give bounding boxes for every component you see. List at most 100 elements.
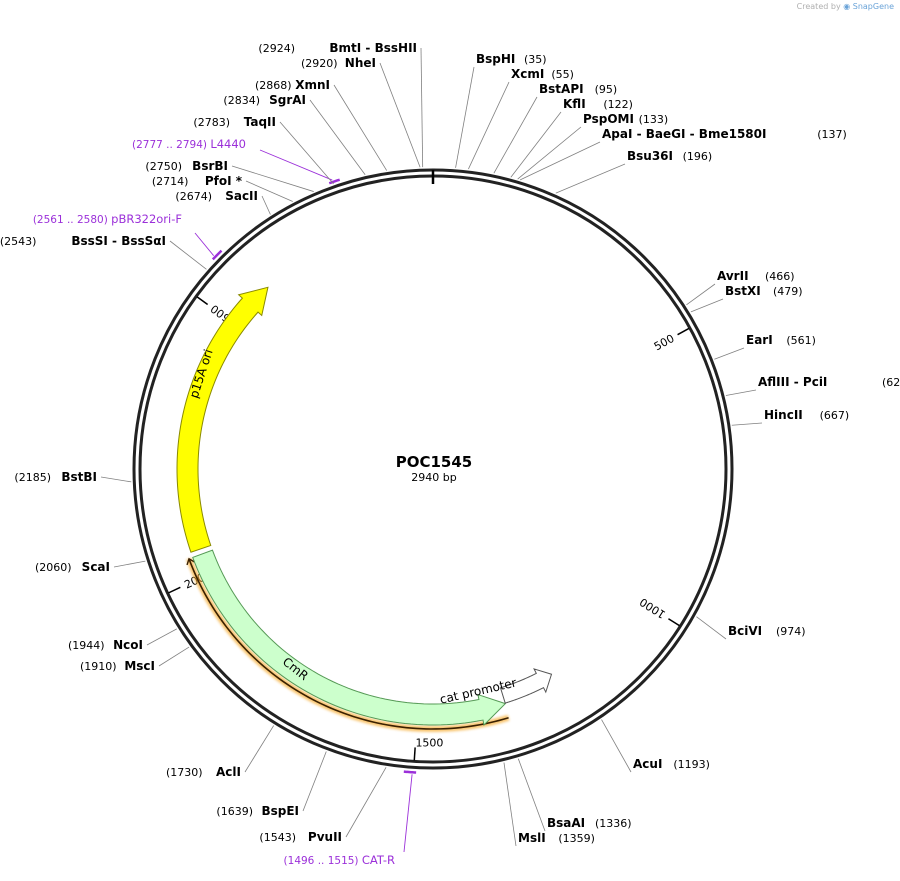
site-leader — [158, 646, 190, 667]
pbr322ori-f-primer-mark — [211, 249, 223, 261]
site-nhei: NheI(2920) — [301, 56, 421, 168]
primer-range: (1496 .. 1515) — [284, 855, 362, 867]
cmr-feature — [192, 549, 507, 726]
site-position: (95) — [595, 83, 618, 96]
site-name: EarI — [746, 333, 773, 347]
site-position: (2783) — [193, 116, 230, 129]
site-leader — [261, 195, 271, 215]
site-kfli: KflI(122) — [510, 97, 633, 178]
site-leader — [601, 719, 632, 773]
site-name: BsrBI — [192, 159, 228, 173]
site-pspomi: PspOMI (133) — [517, 112, 669, 180]
site-leader — [333, 84, 388, 171]
site-name: XmnI — [295, 78, 330, 92]
site-name: NheI — [345, 56, 376, 70]
site-position: (2924) — [258, 42, 295, 55]
tick-mark — [677, 327, 690, 336]
site-bsaai: BsaAI (1336) — [517, 758, 632, 832]
site-bcivi: BciVI (974) — [696, 616, 806, 640]
site-bsrbi: BsrBI (2750) — [145, 159, 314, 192]
snapgene-logo-icon: ◉ — [843, 2, 851, 11]
primer-track: (2777 .. 2794) L4440(2561 .. 2580) pBR32… — [33, 137, 417, 867]
site-position: (479) — [773, 285, 803, 298]
site-position: (2868) — [255, 79, 292, 92]
site-position: (1730) — [166, 766, 203, 779]
site-acui: AcuI(1193) — [601, 719, 710, 773]
site-name: BsaAI — [547, 816, 585, 830]
orf-track — [186, 557, 510, 732]
site-name: SgrAI — [269, 93, 306, 107]
p15a-ori-feature — [176, 286, 269, 553]
site-bsssi: BssSI - BssSαI(2543) — [0, 234, 207, 270]
primer-leader — [194, 232, 214, 256]
site-acli: AclI(1730) — [166, 725, 275, 779]
primer-name: CAT-R — [362, 853, 395, 867]
tick-mark — [196, 296, 209, 306]
site-position: (1639) — [216, 805, 253, 818]
site-name: NcoI — [113, 638, 143, 652]
site-position: (561) — [786, 334, 816, 347]
site-pvuii: PvuII(1543) — [259, 767, 387, 844]
site-leader — [245, 180, 293, 202]
site-position: (122) — [603, 98, 633, 111]
site-position: (133) — [639, 113, 669, 126]
l4440-primer-mark — [328, 178, 341, 185]
site-leader — [302, 751, 327, 812]
site-name: PspOMI — [583, 112, 634, 126]
site-leader — [493, 96, 538, 174]
plasmid-name: POC1545 — [396, 453, 473, 471]
site-name: PfoI * — [205, 174, 243, 188]
site-bmti: BmtI - BssHII(2924) — [258, 41, 424, 168]
site-position: (2750) — [145, 160, 182, 173]
site-name: SacII — [225, 189, 258, 203]
site-msli: MslI(1359) — [503, 762, 595, 847]
snapgene-credit: Created by ◉ SnapGene — [797, 2, 894, 11]
site-name: BstXI — [725, 284, 761, 298]
site-name: MscI — [124, 659, 155, 673]
site-position: (196) — [683, 150, 713, 163]
site-leader — [113, 560, 146, 568]
site-leader — [696, 616, 727, 640]
site-leader — [519, 141, 601, 181]
site-name: BspEI — [261, 804, 299, 818]
site-leader — [146, 628, 177, 646]
site-position: (1359) — [558, 832, 595, 845]
site-xmni: XmnI(2868) — [255, 78, 388, 171]
site-xcmi: XcmI(55) — [468, 67, 574, 170]
site-bspei: BspEI (1639) — [216, 751, 327, 818]
site-name: BssSI - BssSαI — [71, 234, 166, 248]
site-name: AflIII - PciI — [758, 375, 827, 389]
site-name: TaqII — [244, 115, 276, 129]
tick-label: 500 — [652, 332, 677, 354]
site-position: (137) — [817, 128, 847, 141]
site-leader — [279, 121, 334, 185]
site-name: PvuII — [308, 830, 342, 844]
site-name: ApaI - BaeGI - Bme1580I — [602, 127, 766, 141]
primer-range: (2561 .. 2580) — [33, 214, 111, 226]
site-pfoi: PfoI * (2714) — [152, 174, 293, 202]
site-name: AvrII — [717, 269, 749, 283]
site-position: (1193) — [673, 758, 710, 771]
orf-line — [188, 558, 509, 730]
site-name: HincII — [764, 408, 803, 422]
site-position: (974) — [776, 625, 806, 638]
site-leader — [169, 240, 207, 270]
site-position: (620) — [882, 376, 900, 389]
primer-leader — [259, 149, 333, 181]
site-name: XcmI — [511, 67, 544, 81]
site-name: BspHI — [476, 52, 515, 66]
site-sgrai: SgrAI(2834) — [223, 93, 366, 175]
site-leader — [731, 422, 763, 426]
site-position: (2714) — [152, 175, 189, 188]
site-leader — [345, 767, 387, 838]
primer-name: L4440 — [210, 137, 246, 151]
site-leader — [714, 347, 745, 360]
tick-label: 1500 — [415, 736, 443, 749]
site-position: (667) — [820, 409, 850, 422]
primer-leader — [403, 774, 413, 853]
site-name: BciVI — [728, 624, 762, 638]
cat-r-primer-mark — [403, 770, 417, 774]
site-position: (1336) — [595, 817, 632, 830]
site-position: (2674) — [175, 190, 212, 203]
